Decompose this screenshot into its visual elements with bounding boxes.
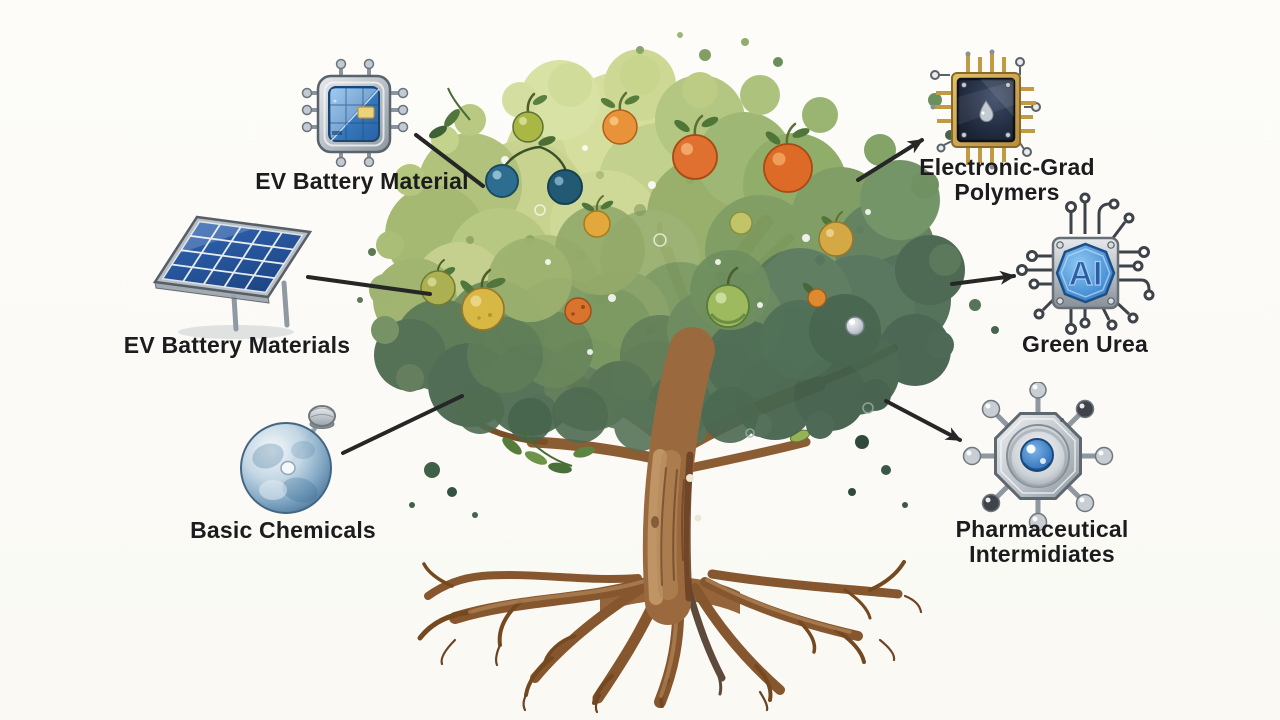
leaf-sprig — [502, 429, 595, 474]
connectors — [306, 133, 1016, 455]
connector-arrow-electronic-grad-polymers — [856, 138, 924, 182]
connector-arrow-green-urea — [950, 270, 1016, 286]
label-pharmaceutical-intermidiates: Pharmaceutical Intermidiates — [892, 517, 1192, 567]
label-electronic-grad-polymers: Electronic-Grad Polymers — [857, 155, 1157, 205]
label-basic-chemicals: Basic Chemicals — [190, 517, 376, 543]
connector-line-ev-battery-materials — [306, 275, 432, 296]
tree-fruits — [420, 91, 865, 336]
ai-chip-text: AI — [1069, 255, 1103, 293]
label-line: Polymers — [954, 179, 1060, 205]
label-ev-battery-materials: EV Battery Materials — [123, 332, 351, 358]
label-line: Pharmaceutical — [955, 516, 1129, 542]
leaf-sprig — [429, 87, 471, 139]
solar-panel-icon — [136, 205, 336, 345]
connector-line-ev-battery-material — [414, 133, 485, 188]
label-ev-battery-material: EV Battery Material — [255, 168, 469, 194]
chip-battery-icon — [301, 58, 409, 167]
chemical-sphere-icon — [240, 405, 336, 514]
label-green-urea: Green Urea — [1021, 331, 1148, 357]
label-line: Intermidiates — [969, 541, 1115, 567]
connector-line-basic-chemicals — [341, 394, 464, 455]
tree-trunk — [642, 327, 715, 625]
label-line: Electronic-Grad — [919, 154, 1095, 180]
connector-arrow-pharmaceutical-intermidiates — [884, 399, 962, 442]
gold-microchip-icon — [930, 49, 1041, 170]
ai-chip-icon: AI — [1016, 192, 1155, 335]
molecule-hub-icon — [962, 382, 1114, 532]
tree-roots — [417, 560, 923, 714]
